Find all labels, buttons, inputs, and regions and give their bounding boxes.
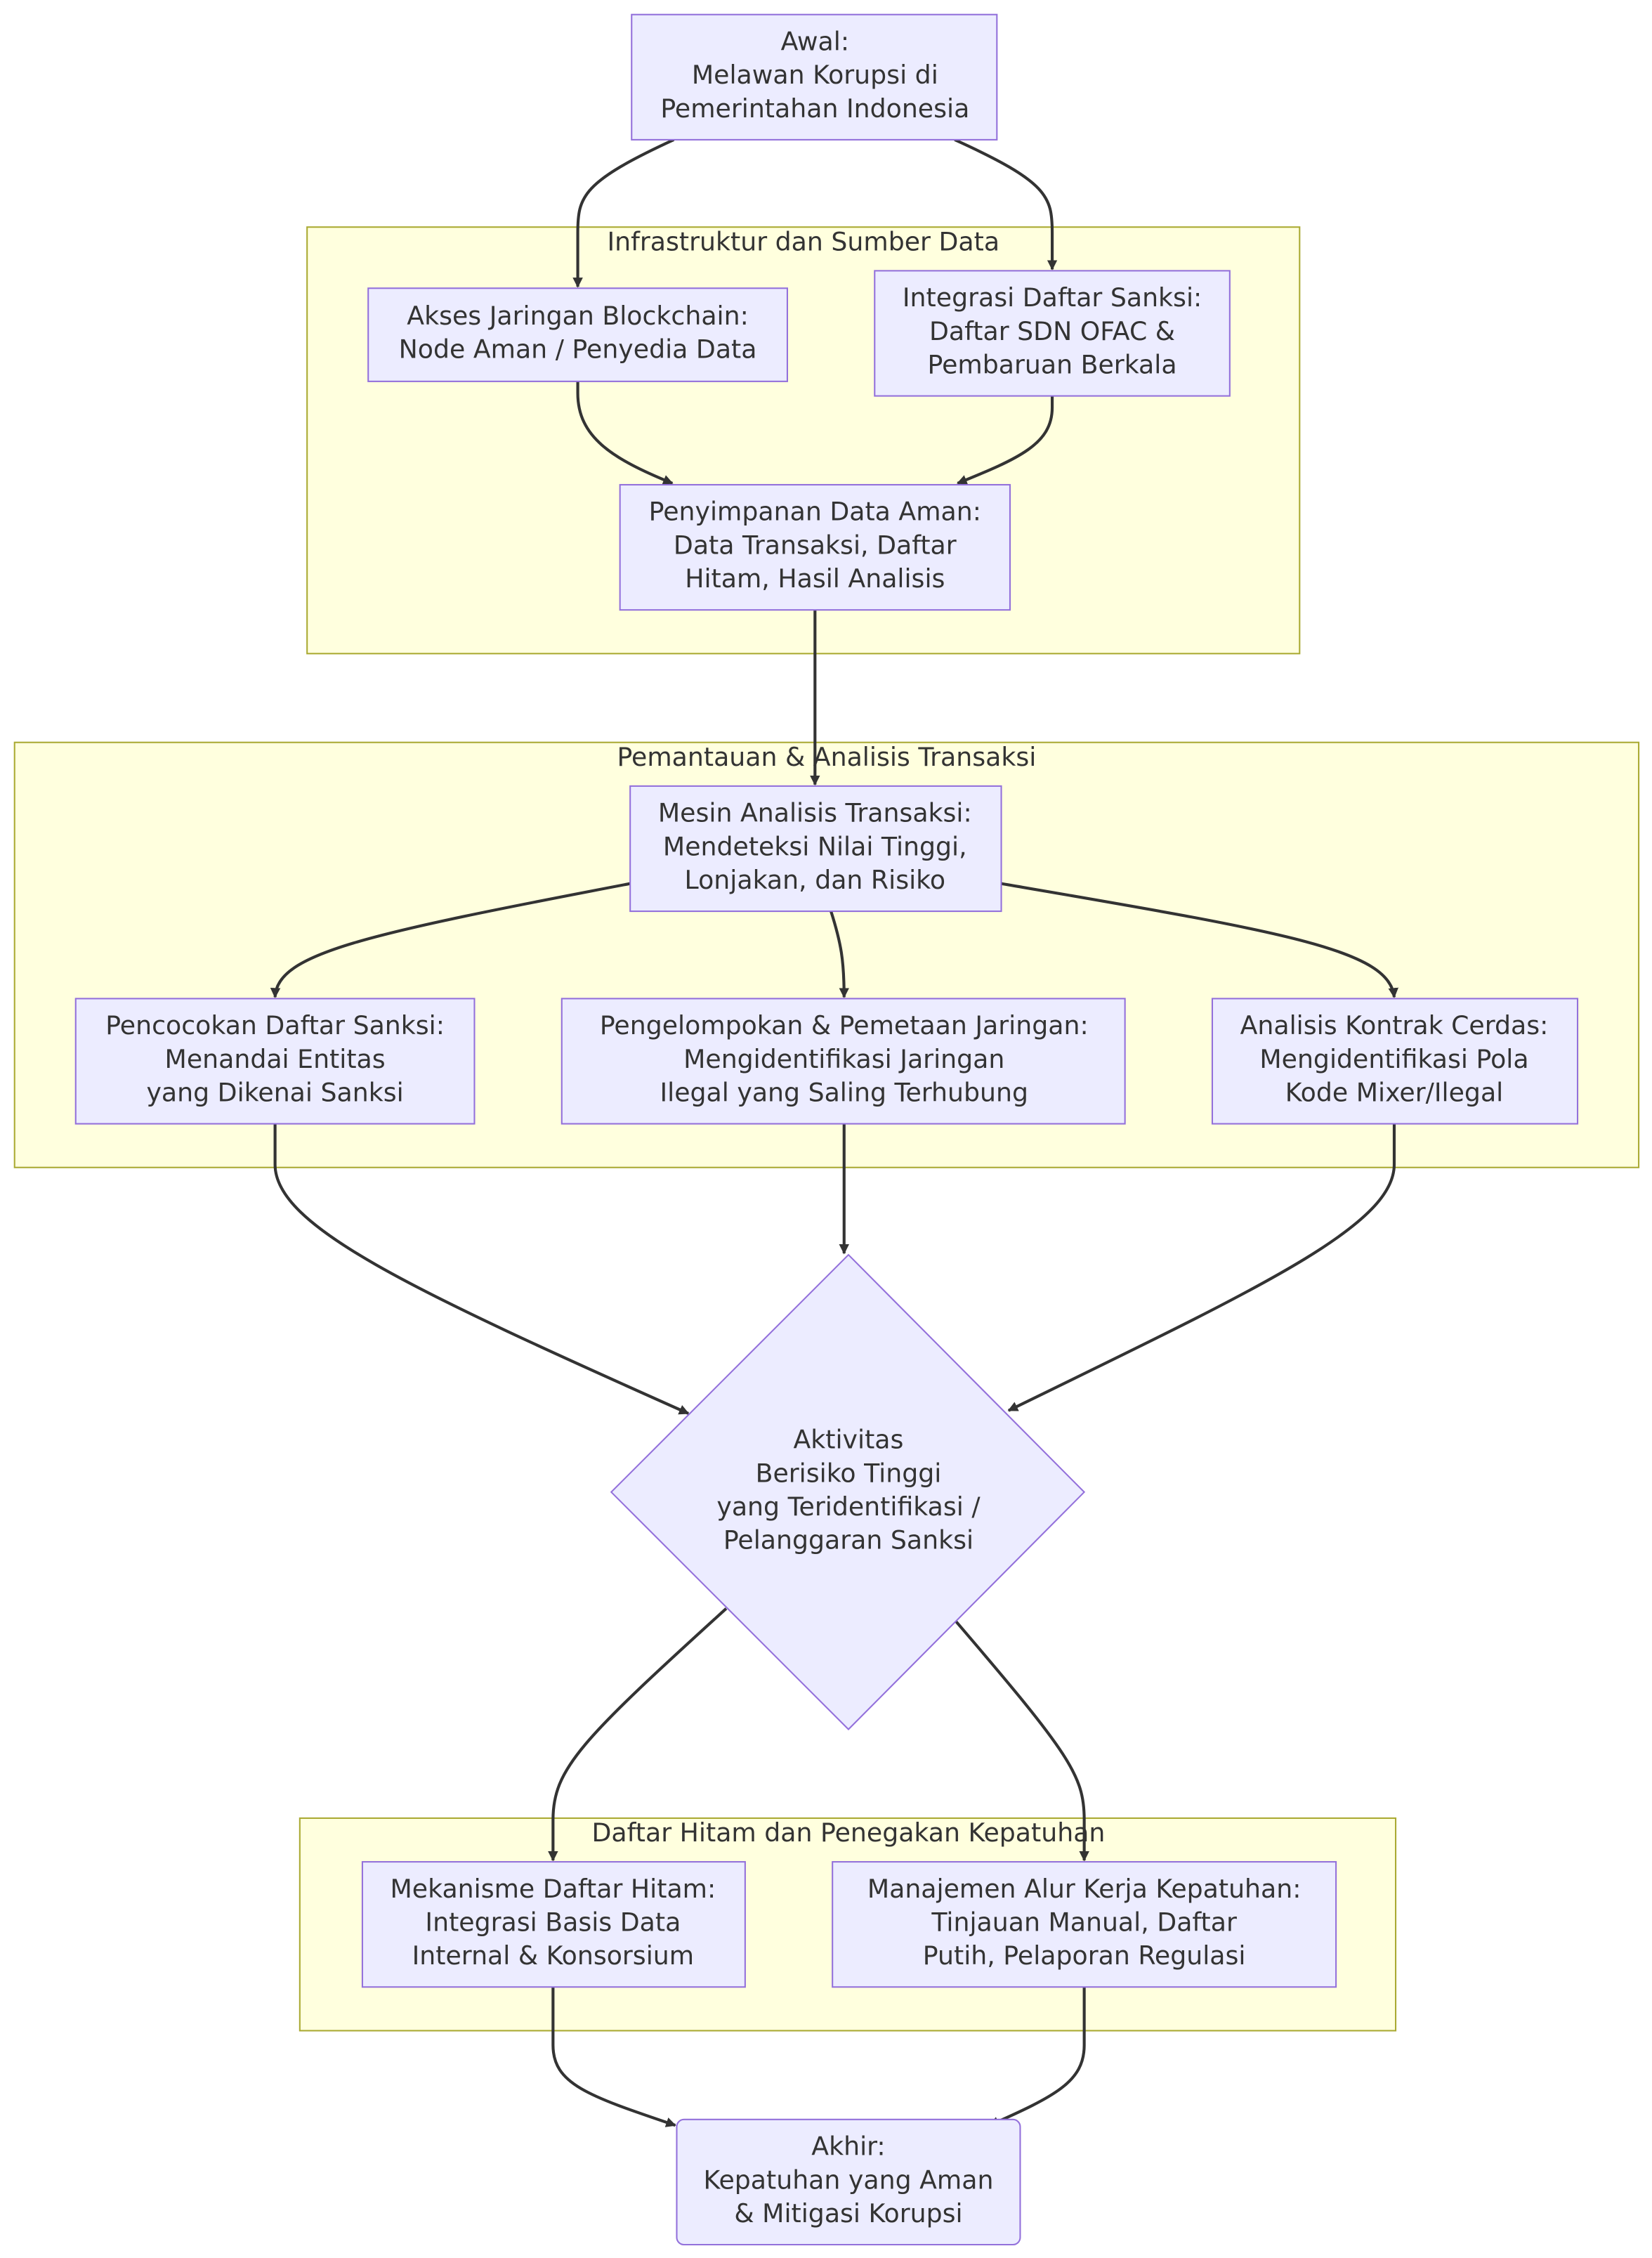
node-analysis-engine-label: Mesin Analisis Transaksi:Mendeteksi Nila… <box>657 800 972 896</box>
edge-start-to-sanctions_list <box>954 138 1058 270</box>
node-start <box>631 13 998 141</box>
node-secure-storage <box>619 483 1011 611</box>
edge-decision-to-blacklist_mech <box>548 1607 728 1862</box>
node-blacklist-mechanism-label: Mekanisme Daftar Hitam:Integrasi Basis D… <box>390 1875 716 1972</box>
edge-sanctions_list-to-storage <box>957 396 1054 485</box>
edge-engine-to-matching <box>270 882 631 998</box>
edge-engine-to-contracts <box>1001 882 1398 998</box>
node-compliance-workflow <box>832 1861 1337 1988</box>
edge-decision-to-workflow <box>955 1620 1089 1862</box>
node-blockchain-access <box>367 287 788 382</box>
node-end <box>676 2118 1021 2246</box>
edge-blockchain-to-storage <box>576 381 674 485</box>
node-blockchain-access-label: Akses Jaringan Blockchain:Node Aman / Pe… <box>398 302 757 366</box>
node-sanctions-matching-label: Pencocokan Daftar Sanksi:Menandai Entita… <box>105 1012 445 1109</box>
node-compliance-workflow-label: Manajemen Alur Kerja Kepatuhan:Tinjauan … <box>867 1875 1302 1972</box>
node-smart-contract-analysis <box>1211 998 1579 1125</box>
edge-contracts-to-decision <box>1007 1123 1396 1412</box>
cluster-infrastructure-label: Infrastruktur dan Sumber Data <box>607 228 1000 258</box>
node-network-clustering <box>560 998 1126 1125</box>
cluster-blacklist-compliance-label: Daftar Hitam dan Penegakan Kepatuhan <box>591 1820 1106 1849</box>
cluster-monitoring-label: Pemantauan & Analisis Transaksi <box>617 743 1037 774</box>
node-analysis-engine <box>629 785 1002 913</box>
edge-start-to-blockchain <box>572 138 675 288</box>
edge-matching-to-decision <box>273 1123 690 1415</box>
node-blacklist-mechanism <box>361 1861 746 1988</box>
node-secure-storage-label: Penyimpanan Data Aman:Data Transaksi, Da… <box>648 498 981 595</box>
node-sanctions-matching <box>74 998 476 1125</box>
edge-blacklist_mech-to-end <box>551 1987 676 2127</box>
node-smart-contract-analysis-label: Analisis Kontrak Cerdas:Mengidentifikasi… <box>1240 1012 1549 1109</box>
node-sanctions-list-integration <box>874 270 1231 397</box>
node-decision <box>610 1253 1086 1731</box>
edge-engine-to-clustering <box>830 911 850 998</box>
node-network-clustering-label: Pengelompokan & Pemetaan Jaringan:Mengid… <box>599 1012 1089 1109</box>
node-end-label: Akhir:Kepatuhan yang Aman& Mitigasi Koru… <box>703 2133 994 2230</box>
edge-workflow-to-end <box>988 1987 1086 2127</box>
node-sanctions-list-integration-label: Integrasi Daftar Sanksi:Daftar SDN OFAC … <box>902 285 1202 381</box>
